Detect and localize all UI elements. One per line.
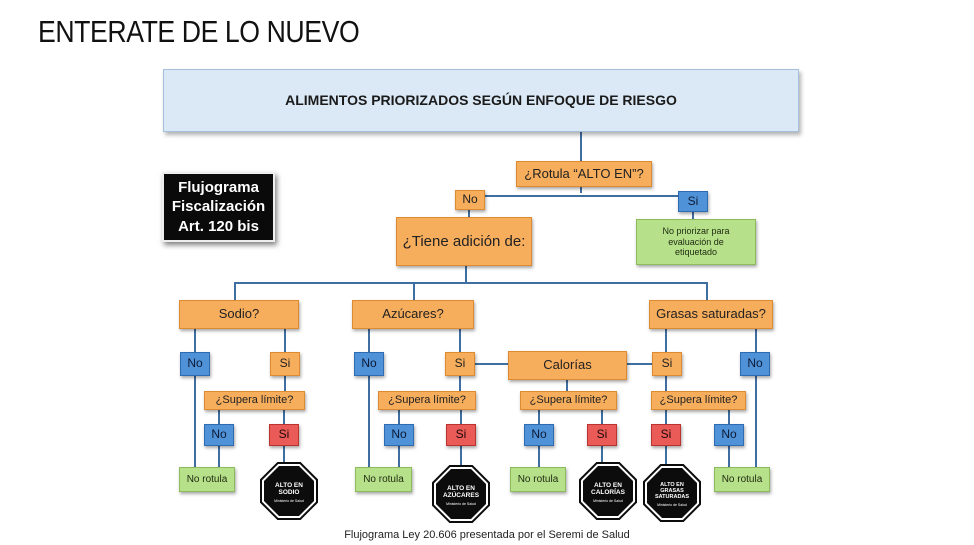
- rotula-no-box: No: [455, 190, 485, 210]
- alto-en-sodio-seal: ALTO EN SODIO Ministerio de Salud: [260, 462, 318, 520]
- sodio-si-box: Si: [270, 352, 300, 376]
- azucares-supera-si-box: Si: [446, 424, 476, 446]
- sodio-supera-box: ¿Supera límite?: [204, 391, 305, 410]
- seal-calorias-foot: Ministerio de Salud: [593, 499, 623, 504]
- calorias-supera-si-box: Si: [587, 424, 617, 446]
- azucares-no-box: No: [354, 352, 384, 376]
- grasas-si-box: Si: [652, 352, 682, 376]
- rotula-si-box: Si: [678, 191, 708, 212]
- grasas-supera-box: ¿Supera límite?: [651, 391, 746, 410]
- seal-grasas-text: ALTO EN GRASAS SATURADAS: [654, 482, 690, 501]
- azucares-no-rotula-box: No rotula: [355, 467, 412, 492]
- sodio-supera-no-box: No: [204, 424, 234, 446]
- sodio-no-rotula-box: No rotula: [179, 467, 235, 492]
- seal-azucares-foot: Ministerio de Salud: [446, 502, 476, 507]
- flujograma-badge: Flujograma Fiscalización Art. 120 bis: [162, 172, 275, 242]
- rotula-question: ¿Rotula “ALTO EN”?: [516, 161, 652, 187]
- calorias-no-rotula-box: No rotula: [510, 467, 566, 492]
- seal-sodio-foot: Ministerio de Salud: [274, 499, 304, 504]
- calorias-supera-no-box: No: [524, 424, 554, 446]
- sodio-supera-si-box: Si: [269, 424, 299, 446]
- grasas-no-box: No: [740, 352, 770, 376]
- seal-grasas-foot: Ministerio de Salud: [657, 503, 687, 508]
- figure-caption: Flujograma Ley 20.606 presentada por el …: [344, 529, 630, 541]
- tiene-adicion-box: ¿Tiene adición de:: [396, 217, 532, 266]
- grasas-supera-si-box: Si: [651, 424, 681, 446]
- grasas-no-rotula-box: No rotula: [714, 467, 770, 492]
- azucares-supera-no-box: No: [384, 424, 414, 446]
- azucares-box: Azúcares?: [352, 300, 474, 329]
- calorias-supera-box: ¿Supera límite?: [520, 391, 617, 410]
- seal-azucares-text: ALTO EN AZÚCARES: [442, 485, 480, 500]
- alto-en-calorias-seal: ALTO EN CALORÍAS Ministerio de Salud: [579, 462, 637, 520]
- alto-en-azucares-seal: ALTO EN AZÚCARES Ministerio de Salud: [432, 465, 490, 523]
- badge-line-3: Art. 120 bis: [178, 217, 259, 235]
- sodio-box: Sodio?: [179, 300, 299, 329]
- azucares-supera-box: ¿Supera límite?: [378, 391, 476, 410]
- no-priorizar-box: No priorizar para evaluación de etiqueta…: [636, 219, 756, 265]
- sodio-no-box: No: [180, 352, 210, 376]
- page-title: ENTERATE DE LO NUEVO: [38, 14, 360, 49]
- badge-line-1: Flujograma: [178, 178, 259, 196]
- seal-sodio-text: ALTO EN SODIO: [275, 482, 303, 497]
- alto-en-grasas-seal: ALTO EN GRASAS SATURADAS Ministerio de S…: [643, 464, 701, 522]
- grasas-supera-no-box: No: [714, 424, 744, 446]
- seal-calorias-text: ALTO EN CALORÍAS: [591, 482, 625, 497]
- azucares-si-box: Si: [445, 352, 475, 376]
- calorias-box: Calorías: [508, 351, 627, 380]
- grasas-box: Grasas saturadas?: [649, 300, 773, 329]
- header-box: ALIMENTOS PRIORIZADOS SEGÚN ENFOQUE DE R…: [163, 69, 799, 132]
- badge-line-2: Fiscalización: [171, 198, 266, 216]
